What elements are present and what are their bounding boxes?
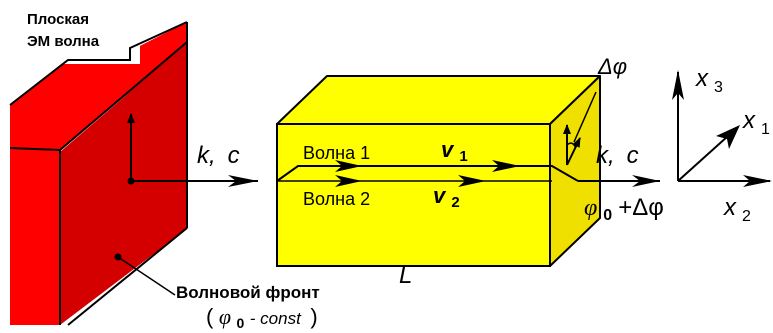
c-left: c (228, 142, 240, 169)
crystal-box (276, 75, 601, 267)
axis-x2-label: x 2 (723, 194, 751, 225)
label-notch (22, 0, 140, 64)
v1-subscript: 1 (459, 148, 467, 165)
wavefront-side-face (60, 42, 188, 325)
k-c-right-label: k, c (596, 142, 639, 169)
wave1-path (276, 165, 579, 182)
phi-plus-delta: +Δφ (618, 194, 664, 221)
delta-phi-label: Δφ (597, 54, 627, 79)
wave2-arrow-b (458, 175, 486, 187)
wavefront-front-face (10, 22, 187, 325)
plane-wave-label-line2: ЭМ волна (27, 33, 100, 50)
x3-subscript: 3 (714, 79, 723, 96)
wave1-arrow-a (335, 160, 362, 172)
v2-symbol: v (433, 183, 447, 208)
wave1-label: Волна 1 (303, 143, 370, 163)
open-paren: ( (206, 304, 214, 329)
wavefront-slab (9, 0, 188, 326)
wave2-arrow-a (335, 175, 362, 187)
axis-x2-arrowhead (743, 175, 772, 187)
propagation-arrowhead-right (632, 175, 660, 187)
k-left: k, (197, 142, 216, 169)
wavefront-phi-sub: 0 (237, 315, 245, 331)
wavefront-const: - const (250, 309, 302, 328)
v2-label: v 2 (433, 183, 460, 211)
propagation-arrowhead-left (228, 175, 258, 187)
delta-phi-arc (566, 142, 577, 149)
wave1-arrow-b (492, 160, 520, 172)
x2-symbol: x (723, 194, 737, 221)
k-right: k, (596, 142, 615, 169)
axis-x1-arrowhead (716, 125, 740, 149)
output-phase-label: φ 0 +Δφ (584, 194, 664, 226)
k-c-left-label: k, c (197, 142, 240, 169)
phi0-subscript: 0 (603, 207, 612, 224)
box-front-face (276, 123, 551, 267)
delta-phi-leader (573, 91, 597, 143)
v1-label: v 1 (441, 137, 468, 165)
v1-symbol: v (441, 137, 455, 162)
length-label: L (399, 262, 412, 289)
axis-x1-label: x 1 (742, 107, 770, 138)
phi0-symbol: φ (584, 195, 597, 221)
x2-subscript: 2 (742, 208, 751, 225)
x1-symbol: x (742, 107, 756, 134)
x1-subscript: 1 (761, 121, 770, 138)
c-right: c (627, 142, 639, 169)
wavefront-phi: φ (219, 304, 231, 329)
box-top-face (276, 75, 601, 125)
x3-symbol: x (695, 65, 709, 92)
close-paren: ) (310, 304, 317, 329)
v2-subscript: 2 (451, 194, 459, 211)
coordinate-axes (672, 70, 772, 187)
axis-x3-arrowhead (672, 70, 684, 100)
exit-vector-tilted (566, 137, 581, 166)
wave2-label: Волна 2 (303, 189, 370, 209)
wavefront-label: Волновой фронт (176, 283, 320, 302)
plane-wave-label-line1: Плоская (27, 11, 89, 28)
wavefront-phase-label: ( φ 0 - const ) (206, 304, 318, 333)
axis-x3-label: x 3 (695, 65, 723, 96)
